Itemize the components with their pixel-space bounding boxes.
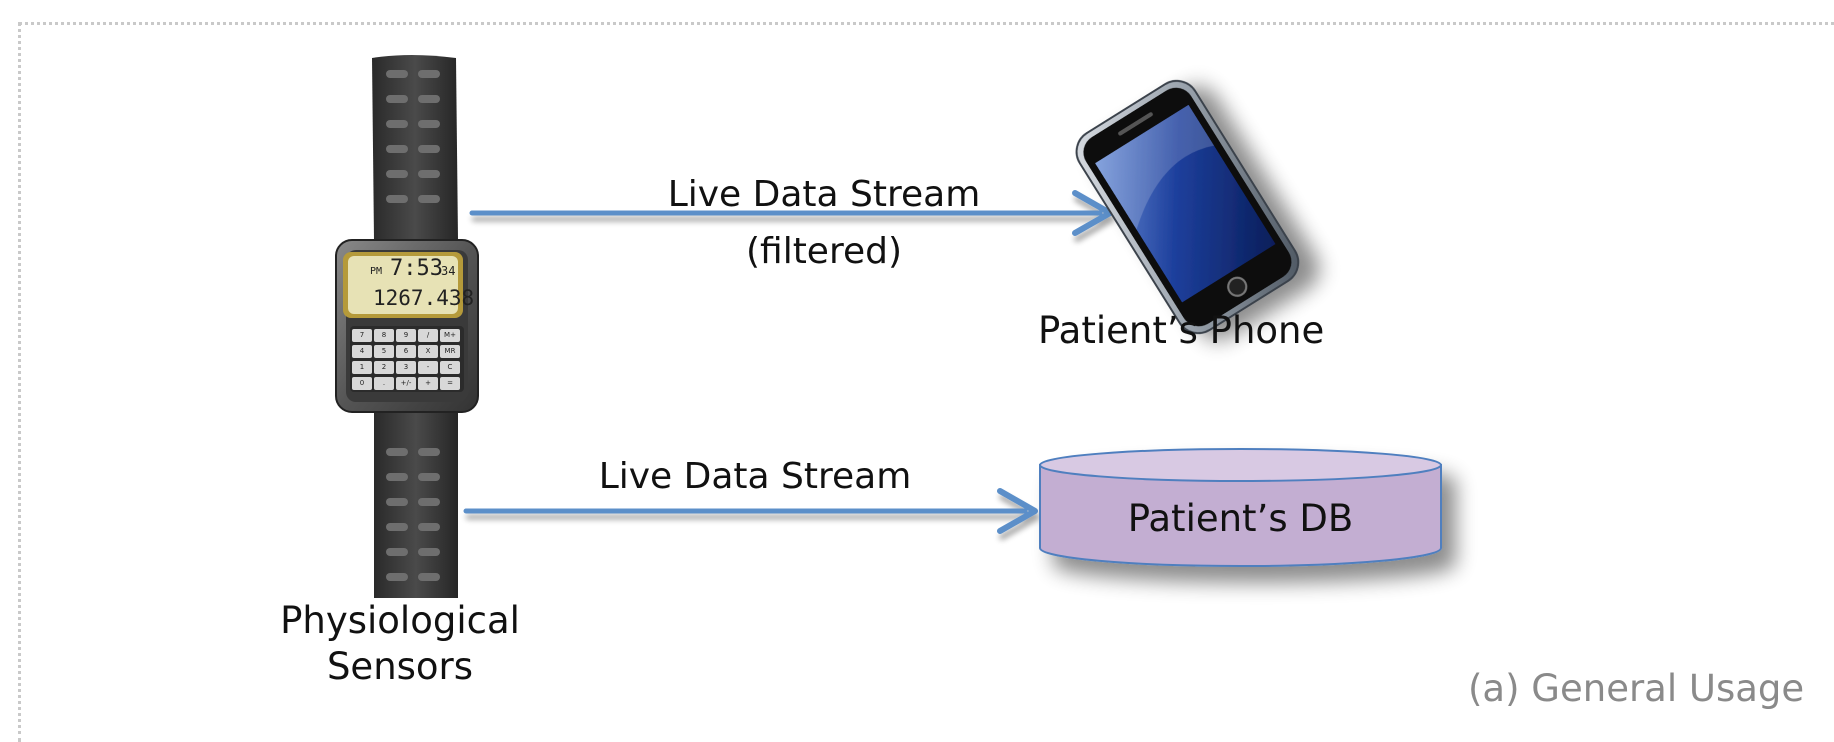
watch-key: = bbox=[440, 377, 460, 390]
watch-key: / bbox=[418, 329, 438, 342]
edge-to-phone-label: Live Data Stream (filtered) bbox=[624, 166, 1024, 280]
edge-to-phone-label-line2: (filtered) bbox=[745, 231, 903, 272]
watch-key: 6 bbox=[396, 345, 416, 358]
watch-key: 4 bbox=[352, 345, 372, 358]
watch-key: 0 bbox=[352, 377, 372, 390]
db-label: Patient’s DB bbox=[1127, 497, 1354, 540]
watch-key: 5 bbox=[374, 345, 394, 358]
phone-label: Patient’s Phone bbox=[1038, 309, 1325, 352]
smartphone-icon bbox=[1075, 79, 1300, 335]
watch-seconds: 34 bbox=[441, 264, 456, 278]
diagram-canvas bbox=[335, 55, 1442, 598]
watch-key: 8 bbox=[374, 329, 394, 342]
watch-key: 2 bbox=[374, 361, 394, 374]
sensors-label-line2: Sensors bbox=[326, 645, 474, 688]
sensors-label: Physiological Sensors bbox=[250, 598, 550, 690]
watch-key: 9 bbox=[396, 329, 416, 342]
watch-key: +/- bbox=[396, 377, 416, 390]
figure-caption: (a) General Usage bbox=[1468, 667, 1805, 710]
watch-key: 1 bbox=[352, 361, 372, 374]
watch-key: 3 bbox=[396, 361, 416, 374]
watch-time: 7:53 bbox=[390, 256, 443, 281]
diagram-frame bbox=[18, 22, 1834, 742]
watch-key: X bbox=[418, 345, 438, 358]
watch-ampm: PM bbox=[370, 266, 383, 277]
arrow-to-db bbox=[463, 488, 1038, 534]
edge-to-db-label: Live Data Stream bbox=[598, 456, 912, 497]
watch-key: 7 bbox=[352, 329, 372, 342]
watch-key: + bbox=[418, 377, 438, 390]
edge-to-phone-label-line1: Live Data Stream bbox=[667, 174, 981, 215]
database-cylinder-icon bbox=[1039, 448, 1442, 568]
watch-key: M+ bbox=[440, 329, 460, 342]
digital-calculator-watch-icon bbox=[335, 55, 479, 598]
sensors-label-line1: Physiological bbox=[280, 599, 520, 642]
watch-key: MR bbox=[440, 345, 460, 358]
watch-key: - bbox=[418, 361, 438, 374]
watch-key: C bbox=[440, 361, 460, 374]
watch-value: 1267.438 bbox=[373, 286, 475, 310]
watch-key: . bbox=[374, 377, 394, 390]
